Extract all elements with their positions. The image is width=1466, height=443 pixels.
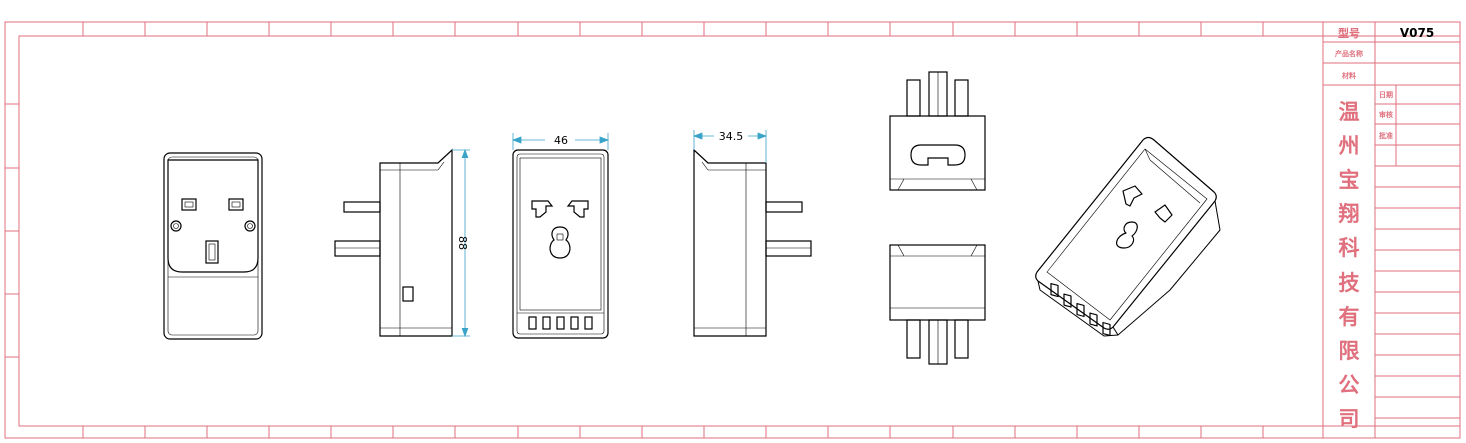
usb-port: [542, 316, 551, 330]
pin-right: [954, 319, 969, 359]
dimension-depth-label: 34.5: [719, 130, 744, 143]
company-char: 州: [1339, 134, 1360, 158]
uk-slot-earth: [205, 240, 219, 264]
dimension-height-label: 88: [456, 236, 469, 250]
front-view-universal-socket: [512, 149, 609, 339]
company-char: 温: [1339, 100, 1360, 124]
universal-slot-earth: [549, 226, 571, 259]
company-name: 温 州 宝 翔 科 技 有 限 公 司: [1339, 100, 1361, 431]
screw-left-icon: [170, 220, 182, 232]
usb-port: [1076, 302, 1085, 318]
usb-port: [570, 316, 579, 330]
pin-left: [906, 79, 921, 117]
company-char: 有: [1339, 305, 1360, 329]
company-char: 科: [1339, 236, 1360, 260]
usb-port: [1089, 312, 1098, 327]
side-view-pins-right: [693, 148, 812, 337]
front-view-uk-socket: [163, 152, 263, 340]
dimension-depth: [692, 130, 768, 163]
isometric-view: [1035, 136, 1221, 337]
iso-slot-earth: [1116, 221, 1138, 249]
dimension-height: [452, 148, 470, 338]
company-char: 限: [1339, 339, 1360, 363]
approve-label: 批准: [1379, 131, 1393, 140]
usb-port: [556, 316, 565, 330]
side-view-pins-left: [334, 148, 453, 337]
company-char: 司: [1339, 407, 1360, 431]
company-char: 技: [1339, 271, 1361, 295]
date-label: 日期: [1379, 90, 1393, 99]
screw-right-icon: [244, 220, 256, 232]
dimension-width-label: 46: [554, 134, 568, 147]
company-char: 宝: [1339, 168, 1360, 192]
pin-left: [906, 319, 921, 359]
uk-slot-left: [181, 198, 197, 211]
material-label: 材料: [1341, 71, 1356, 80]
top-view: [889, 71, 986, 191]
iso-slot-left: [1122, 185, 1143, 207]
universal-slot-right: [566, 200, 589, 218]
model-value: V075: [1400, 26, 1434, 40]
model-label: 型号: [1338, 26, 1360, 40]
usb-port: [584, 316, 593, 330]
uk-slot-right: [228, 198, 244, 211]
pin-top: [765, 201, 803, 213]
bottom-view: [889, 244, 986, 365]
title-block: 型号 产品名称 材料 日期 审核 批准 V075 温 州 宝 翔 科 技 有 限…: [1322, 21, 1461, 439]
usb-port: [1102, 321, 1111, 337]
iso-usb-port-row: [1050, 282, 1111, 337]
usb-port: [1063, 293, 1072, 308]
company-char: 翔: [1339, 202, 1360, 226]
usb-port-row: [528, 316, 593, 330]
product-name-label: 产品名称: [1335, 49, 1363, 58]
usb-port: [528, 316, 537, 330]
pin-top: [343, 201, 381, 213]
pin-bottom: [765, 240, 812, 257]
usb-port-side: [402, 286, 414, 302]
drawing-frame: [4, 21, 1461, 439]
usb-port: [1050, 282, 1059, 298]
company-char: 公: [1339, 373, 1360, 397]
review-label: 审核: [1379, 110, 1393, 119]
iso-slot-right: [1154, 204, 1173, 223]
pin-right: [954, 79, 969, 117]
universal-slot-left: [531, 200, 554, 218]
pin-bottom: [334, 240, 381, 257]
